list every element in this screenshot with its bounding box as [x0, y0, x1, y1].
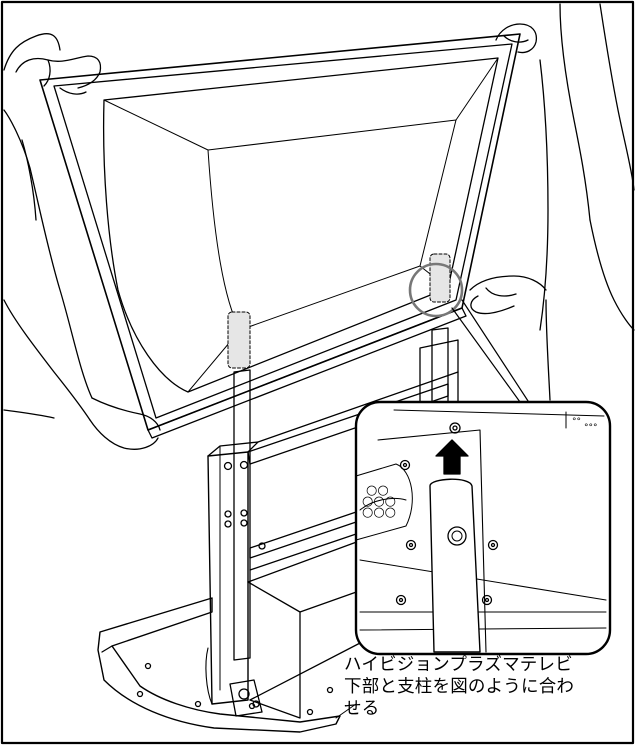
- speaker-holes: ○○ ○○○ ○○○: [362, 483, 400, 520]
- detail-circle: [408, 262, 464, 318]
- svg-text:°°°: °°°: [584, 423, 598, 433]
- right-person: [469, 3, 635, 401]
- svg-text:°°: °°: [572, 417, 581, 427]
- caption-text: ハイビジョンプラズマテレビ 下部と支柱を図のように合わ せる: [344, 655, 575, 719]
- hidden-post-right: [429, 253, 451, 303]
- upward-arrow: [435, 439, 469, 475]
- detail-inset: ○○ ○○○ ○○○ °° °°°: [354, 400, 612, 656]
- hidden-post-left: [227, 311, 251, 369]
- left-person: [3, 33, 161, 450]
